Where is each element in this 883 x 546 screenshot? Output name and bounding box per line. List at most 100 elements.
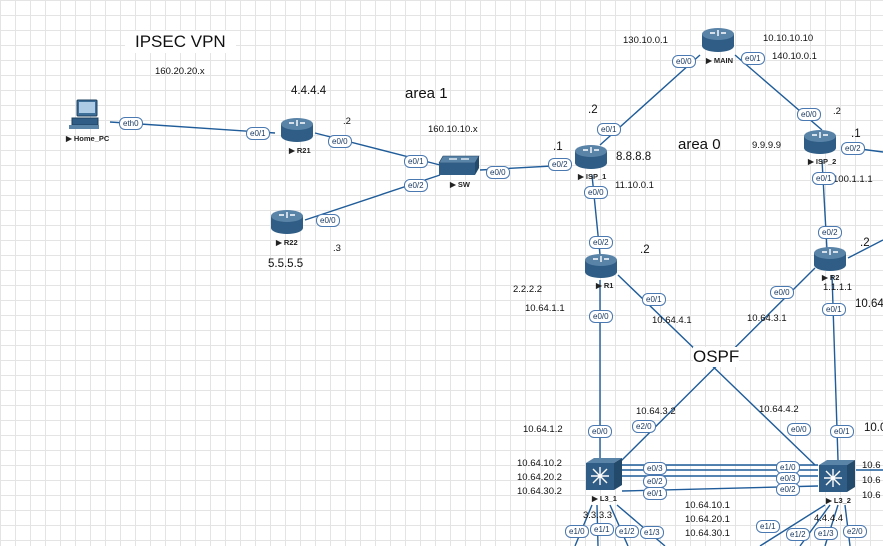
- port-main-e01[interactable]: e0/1: [741, 52, 765, 65]
- r1-name: R1: [603, 281, 614, 290]
- r21-dot-label: .2: [343, 116, 351, 127]
- port-l31-e10[interactable]: e1/0: [565, 525, 589, 538]
- r21-name: R21: [296, 146, 311, 155]
- port-sw-e00[interactable]: e0/0: [486, 166, 510, 179]
- l31-n3-label: 10.64.30.2: [517, 486, 562, 497]
- port-l31-e03[interactable]: e0/3: [643, 462, 667, 475]
- port-isp1-e02[interactable]: e0/2: [548, 158, 572, 171]
- port-l32-e11[interactable]: e1/1: [756, 520, 780, 533]
- r22-id-label: 5.5.5.5: [268, 258, 304, 270]
- port-r2-e00[interactable]: e0/0: [770, 286, 794, 299]
- port-l32-e13[interactable]: e1/3: [814, 527, 838, 540]
- port-l32-e01[interactable]: e0/1: [830, 425, 854, 438]
- port-sw-e02[interactable]: e0/2: [404, 179, 428, 192]
- switch-icon: [438, 155, 480, 175]
- isp2-right-dot-label: .1: [851, 128, 861, 140]
- isp2-name: ISP_2: [815, 157, 837, 166]
- sw-name: SW: [457, 180, 470, 189]
- port-isp2-e02[interactable]: e0/2: [841, 142, 865, 155]
- port-r2-e02[interactable]: e0/2: [818, 226, 842, 239]
- home-pc-node[interactable]: [68, 99, 102, 136]
- port-isp1-e01[interactable]: e0/1: [597, 123, 621, 136]
- port-r1-e00[interactable]: e0/0: [589, 310, 613, 323]
- right-edge-label-b: 10.6: [862, 460, 881, 471]
- r2-right-label: 10.64: [855, 298, 883, 310]
- port-l31-e11[interactable]: e1/1: [590, 523, 614, 536]
- port-r22-e00[interactable]: e0/0: [316, 214, 340, 227]
- area0-label: area 0: [678, 136, 721, 153]
- isp2-net-label: 100.1.1.1: [833, 174, 873, 185]
- port-l32-e00[interactable]: e0/0: [787, 423, 811, 436]
- port-l31-e12[interactable]: e1/2: [615, 525, 639, 538]
- link-r1-l32: [617, 274, 816, 466]
- l32-id-label: 4.4.4.4: [814, 513, 844, 524]
- port-l31-e01[interactable]: e0/1: [643, 487, 667, 500]
- diagram-title: IPSEC VPN: [125, 31, 236, 53]
- port-l32-e12[interactable]: e1/2: [786, 528, 810, 541]
- port-isp2-e01[interactable]: e0/1: [812, 172, 836, 185]
- router-r2[interactable]: [813, 246, 847, 277]
- port-l31-e13[interactable]: e1/3: [640, 526, 664, 539]
- l31-n1-label: 10.64.10.2: [517, 458, 562, 469]
- r1-dot-label: .2: [640, 244, 650, 256]
- isp1-net-label: 11.10.0.1: [615, 180, 654, 191]
- link-l31-down4: [616, 504, 666, 546]
- r1-link-label: 10.64.4.1: [652, 315, 692, 326]
- r22-name: R22: [283, 238, 298, 247]
- r2-dot-label: .2: [860, 237, 870, 249]
- r1-lan-label: 10.64.1.1: [525, 303, 565, 314]
- l31-link-label: 10.64.3.2: [636, 406, 676, 417]
- area1-label: area 1: [405, 85, 448, 102]
- r21-id-label: 4.4.4.4: [291, 85, 327, 97]
- port-l32-e20[interactable]: e2/0: [843, 525, 867, 538]
- port-l32-e02[interactable]: e0/2: [776, 483, 800, 496]
- isp1-name: ISP_1: [585, 172, 607, 181]
- router-icon: [575, 145, 607, 169]
- port-l32-e10[interactable]: e1/0: [776, 461, 800, 474]
- l32-link-label: 10.64.4.2: [759, 404, 799, 415]
- port-r2-e01[interactable]: e0/1: [822, 303, 846, 316]
- router-r21[interactable]: [280, 117, 314, 148]
- router-r1[interactable]: [584, 253, 618, 284]
- l3-switch-icon: [819, 460, 855, 492]
- port-l31-e20[interactable]: e2/0: [632, 420, 656, 433]
- l3-1-name: L3_1: [599, 494, 617, 503]
- router-icon: [281, 118, 313, 142]
- router-r22[interactable]: [270, 209, 304, 240]
- port-sw-e01[interactable]: e0/1: [404, 155, 428, 168]
- right-edge-label-a: 10.0: [864, 422, 883, 434]
- port-r21-e01[interactable]: e0/1: [246, 127, 270, 140]
- l31-up-label: 10.64.1.2: [523, 424, 563, 435]
- router-icon: [814, 247, 846, 271]
- mid-n1-label: 10.64.10.1: [685, 500, 730, 511]
- port-r1-e01[interactable]: e0/1: [642, 293, 666, 306]
- pc-icon: [69, 99, 99, 129]
- isp1-top-dot-label: .2: [588, 104, 598, 116]
- port-isp1-e00[interactable]: e0/0: [584, 186, 608, 199]
- router-isp2[interactable]: [803, 129, 837, 160]
- r22-dot-label: .3: [333, 243, 341, 254]
- r1-id-label: 2.2.2.2: [513, 284, 543, 295]
- switch-sw[interactable]: [437, 155, 481, 182]
- port-l32-e03[interactable]: e0/3: [776, 472, 800, 485]
- port-isp2-e00[interactable]: e0/0: [797, 108, 821, 121]
- router-icon: [585, 254, 617, 278]
- net-home-label: 160.20.20.x: [155, 66, 205, 77]
- port-main-e00[interactable]: e0/0: [672, 55, 696, 68]
- port-l31-e00[interactable]: e0/0: [588, 425, 612, 438]
- l3-switch-l3-1[interactable]: [584, 457, 624, 496]
- router-main[interactable]: [701, 27, 735, 58]
- mid-n2-label: 10.64.20.1: [685, 514, 730, 525]
- router-isp1[interactable]: [574, 144, 608, 175]
- isp2-id-label: 9.9.9.9: [752, 140, 782, 151]
- l3-switch-l3-2[interactable]: [817, 459, 857, 498]
- port-r1-e02[interactable]: e0/2: [589, 236, 613, 249]
- r2-name: R2: [829, 273, 840, 282]
- ospf-label: OSPF: [693, 347, 740, 367]
- router-icon: [271, 210, 303, 234]
- port-home-eth0[interactable]: eth0: [119, 117, 143, 130]
- right-edge-label-c: 10.6: [862, 475, 881, 486]
- right-edge-label-d: 10.6: [862, 490, 881, 501]
- port-r21-e00[interactable]: e0/0: [328, 135, 352, 148]
- router-icon: [702, 28, 734, 52]
